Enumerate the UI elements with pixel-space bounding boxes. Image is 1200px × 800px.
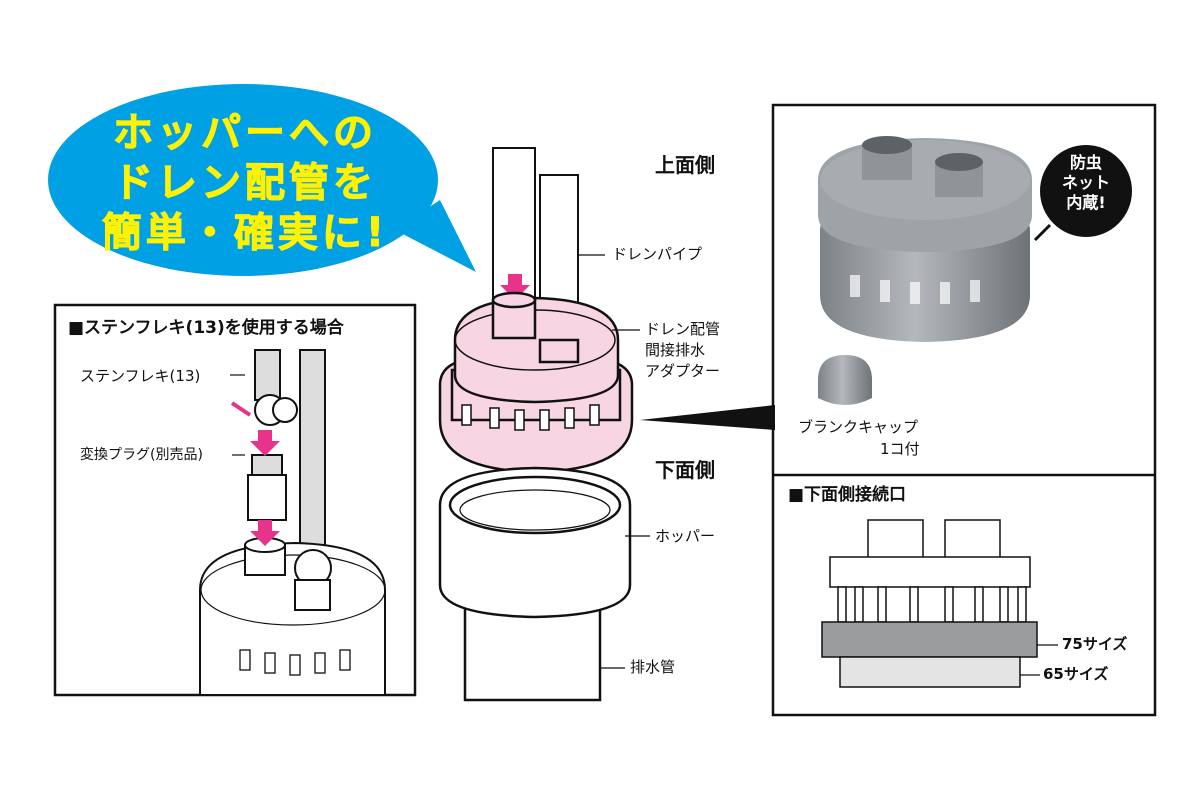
left-box-title: ■ステンフレキ(13)を使用する場合 [68,318,344,338]
insect-net-badge: 防虫 ネット 内蔵! [1040,145,1132,237]
drain-adapter [438,291,634,474]
drain-pipe-label: ドレンパイプ [612,245,703,263]
adapter-label-1: ドレン配管 [645,320,721,338]
flex-hose-illustration [199,349,386,696]
plug-label: 変換プラグ(別売品) [80,447,203,463]
drain-tube-label: 排水管 [630,658,676,676]
adapter-label-3: アダプター [645,362,721,380]
size-75-label: 75サイズ [1062,635,1128,653]
leader-lines [230,254,1058,676]
hopper [438,466,632,702]
flex-label: ステンフレキ(13) [80,367,201,385]
badge-line: ネット [1061,173,1110,192]
arrow-down-icon [250,430,280,456]
right-box-frame [771,103,1157,717]
hopper-label: ホッパー [655,527,716,545]
size-65-label: 65サイズ [1043,665,1109,683]
product-photo [818,136,1052,405]
bottom-side-label: 下面側 [655,458,715,482]
blank-cap-count: 1コ付 [880,440,920,458]
connection-port-title: ■下面側接続口 [788,485,907,505]
badge-line: 内蔵! [1066,193,1106,212]
badge-line: 防虫 [1069,153,1102,172]
blank-cap-label: ブランクキャップ [798,418,919,436]
pointer [640,405,775,430]
speech-bubble [48,84,476,276]
connection-port-drawing [821,519,1038,688]
headline-line: ホッパーへの [113,110,377,157]
adapter-label-2: 間接排水 [645,341,706,359]
arrow-icon [230,401,252,417]
top-side-label: 上面側 [655,153,715,177]
headline-line: 簡単・確実に! [101,210,389,257]
headline-line: ドレン配管を [113,160,377,207]
